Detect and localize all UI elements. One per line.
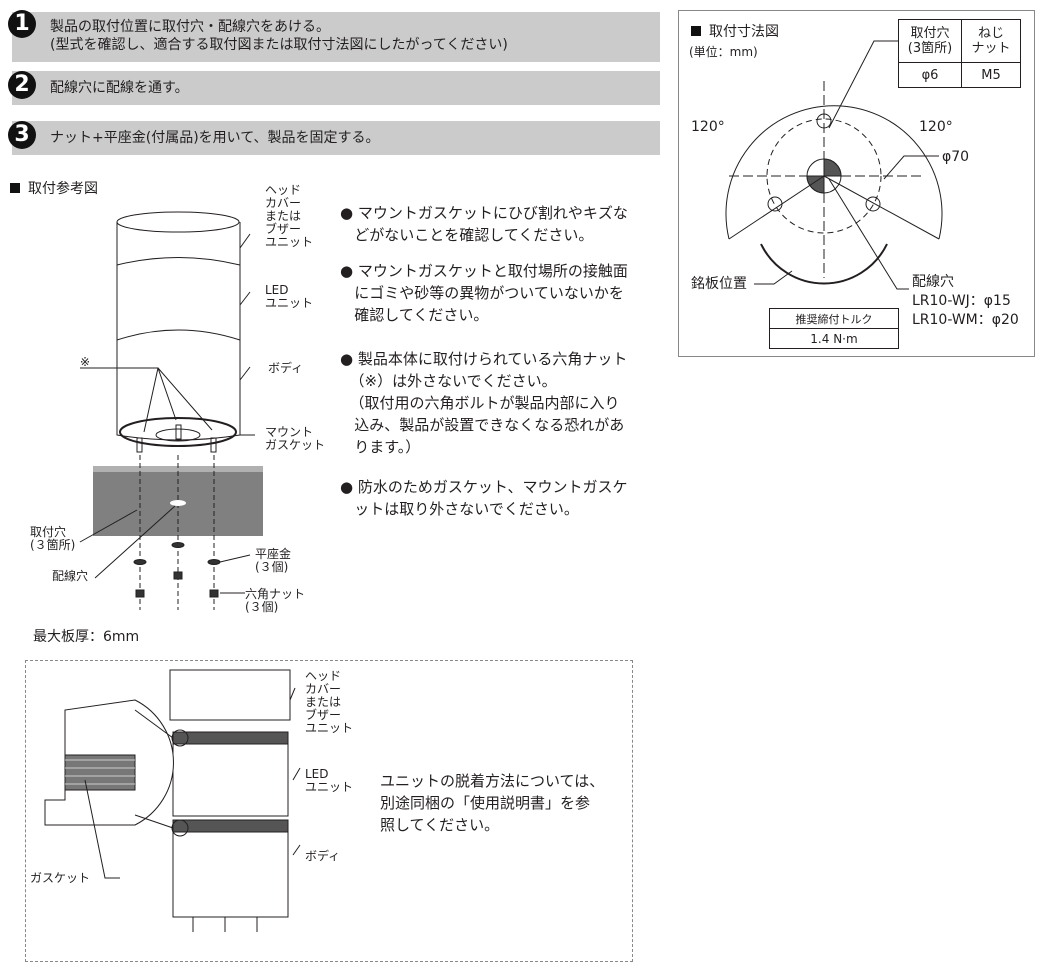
detach-diagram (44, 669, 301, 932)
wj-size: LR10-WJ：φ15 (912, 293, 1011, 309)
max-thickness: 最大板厚：6mm (33, 629, 140, 645)
label-hex-nut-mark: ※ (80, 355, 91, 369)
step-number-icon: 1 (8, 10, 36, 38)
wire-hole-label: 配線穴 (912, 274, 954, 290)
table-cell: M5 (961, 62, 1021, 88)
torque-table: 推奨締付トルク 1.4 N·m (769, 308, 899, 349)
label-mount-gasket: マウント ガスケット (265, 425, 326, 452)
diameter-label: φ70 (942, 149, 970, 165)
step-text: 製品の取付位置に取付穴・配線穴をあける。 (50, 19, 330, 35)
mounting-diagram (79, 211, 263, 610)
note-bullet: ● 製品本体に取付けられている六角ナット （※）は外さないでください。 （取付用… (340, 350, 628, 456)
table-header: ねじ ナット (961, 19, 1021, 63)
label-gasket: ガスケット (30, 871, 91, 885)
label-led-unit: LED ユニット (265, 283, 314, 310)
step-3: 3 ナット+平座金(付属品)を用いて、製品を固定する。 (8, 121, 660, 155)
step-text: 配線穴に配線を通す。 (50, 80, 189, 96)
detach-note: ユニットの脱着方法については、 別途同梱の「使用説明書」を参 照してください。 (380, 772, 605, 834)
dimension-title: 取付寸法図 (691, 21, 779, 41)
label-wire-hole: 配線穴 (52, 569, 89, 583)
dimension-diagram (725, 40, 943, 290)
torque-value: 1.4 N·m (769, 328, 899, 349)
label-head-cover: ヘッド カバー または ブザー ユニット (265, 183, 314, 249)
note-bullet: ● マウントガスケットと取付場所の接触面 にゴミや砂等の異物がついていないかを … (340, 262, 628, 324)
angle-left: 120° (691, 119, 725, 135)
step-1: 1 製品の取付位置に取付穴・配線穴をあける。 (型式を確認し、適合する取付図また… (8, 10, 660, 62)
wire-hole-block: 配線穴 LR10-WJ：φ15 LR10-WM：φ20 (912, 273, 1019, 330)
step-text: ナット+平座金(付属品)を用いて、製品を固定する。 (50, 130, 380, 146)
detach-box (25, 660, 633, 962)
step-note: (型式を確認し、適合する取付図または取付寸法図にしたがってください) (50, 37, 508, 53)
step-2: 2 配線穴に配線を通す。 (8, 71, 660, 105)
table-header: 取付穴 (3箇所) (898, 19, 962, 63)
label-body: ボディ (305, 849, 341, 863)
label-washer: 平座金 (３個) (255, 547, 292, 574)
label-head-cover: ヘッド カバー または ブザー ユニット (305, 669, 354, 735)
note-bullet: ● 防水のためガスケット、マウントガスケ ットは取り外さないでください。 (340, 478, 628, 518)
step-number-icon: 2 (8, 71, 36, 99)
table-cell: φ6 (898, 62, 962, 88)
label-led-unit: LED ユニット (305, 767, 354, 794)
wm-size: LR10-WM：φ20 (912, 312, 1019, 328)
torque-label: 推奨締付トルク (769, 308, 899, 329)
step-number-icon: 3 (8, 121, 36, 149)
nameplate-label: 銘板位置 (691, 276, 747, 292)
note-bullet: ● マウントガスケットにひび割れやキズな どがないことを確認してください。 (340, 204, 628, 244)
angle-right: 120° (919, 119, 953, 135)
label-body: ボディ (268, 361, 304, 375)
unit-label: (単位：mm) (689, 45, 758, 59)
label-hex-nut: 六角ナット (３個) (245, 587, 306, 614)
section-title: 取付参考図 (10, 178, 98, 198)
label-mount-hole: 取付穴 (３箇所) (30, 525, 76, 552)
